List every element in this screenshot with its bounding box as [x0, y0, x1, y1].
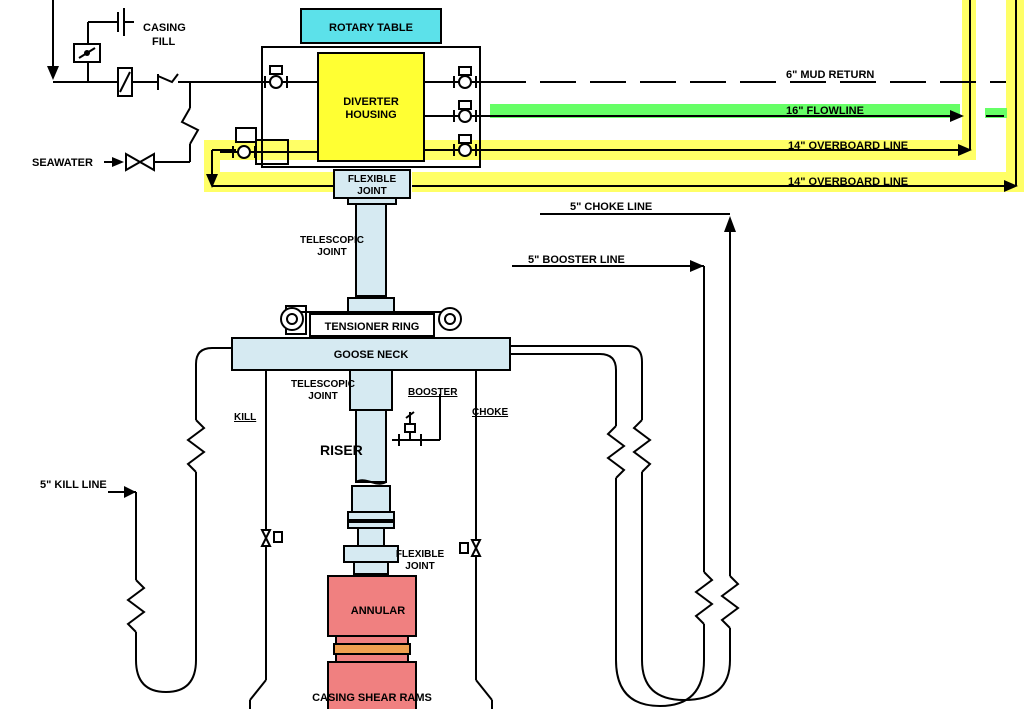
diverter-housing-label-2: HOUSING	[345, 109, 396, 121]
rotary-table-label: ROTARY TABLE	[329, 22, 413, 34]
rotary-table-box	[300, 8, 442, 44]
casing-fill-label-1: CASING	[143, 22, 186, 34]
flexible-joint-bottom-label-1: FLEXIBLE	[396, 549, 445, 560]
diverter-frame	[220, 46, 490, 168]
telescopic-joint-mid	[349, 369, 393, 411]
kill-label: KILL	[234, 412, 256, 423]
seawater-label: SEAWATER	[32, 157, 93, 169]
annular-band	[333, 643, 411, 655]
flexible-joint-bottom-label-2: JOINT	[405, 561, 434, 572]
diverter-housing-box	[317, 52, 425, 162]
kill-line-label: 5" KILL LINE	[40, 479, 107, 491]
annular-label: ANNULAR	[351, 605, 405, 617]
telescopic-joint-mid-label-1: TELESCOPIC	[291, 379, 355, 390]
casing-fill-label-2: FILL	[152, 36, 175, 48]
goose-neck-label: GOOSE NECK	[334, 349, 409, 361]
tensioner-ring-box	[309, 313, 435, 337]
choke-line-label: 5" CHOKE LINE	[570, 201, 652, 213]
flowline	[490, 110, 1004, 122]
kill-loop	[108, 347, 232, 694]
telescopic-joint-top	[355, 203, 387, 297]
telescopic-joint-mid-label-2: JOINT	[308, 391, 337, 402]
diverter-housing-label-1: DIVERTER	[343, 96, 399, 108]
lower-frame	[249, 370, 493, 709]
flexible-joint-bottom	[343, 545, 399, 563]
riser-label: RISER	[320, 442, 363, 458]
telescopic-joint-top-label-2: JOINT	[317, 247, 346, 258]
booster-line-label: 5" BOOSTER LINE	[528, 254, 625, 266]
mud-return-label: 6" MUD RETURN	[786, 69, 874, 81]
flexible-joint-top-label-2: JOINT	[357, 186, 386, 197]
annular-box	[327, 575, 417, 637]
riser-pipe	[355, 409, 387, 483]
telescopic-joint-top-label-1: TELESCOPIC	[300, 235, 364, 246]
overboard-line-label-1: 14" OVERBOARD LINE	[788, 140, 908, 152]
casing-shear-rams-label: CASING SHEAR RAMS	[312, 692, 432, 704]
flowline-highlight	[490, 104, 1007, 118]
flexible-joint-top	[333, 169, 411, 199]
tensioner-ring-label: TENSIONER RING	[325, 321, 420, 333]
overboard-line-lower	[206, 0, 1018, 192]
goose-neck-box	[231, 337, 511, 371]
choke-label: CHOKE	[472, 407, 508, 418]
casing-fill-piping	[47, 0, 262, 172]
overboard-line-label-2: 14" OVERBOARD LINE	[788, 176, 908, 188]
riser-stack	[231, 169, 511, 709]
booster-label: BOOSTER	[408, 387, 458, 398]
choke-booster-loops	[510, 213, 740, 708]
casing-shear-rams-box	[327, 661, 417, 709]
overboard-line-upper	[490, 0, 972, 156]
flexible-joint-top-label-1: FLEXIBLE	[348, 174, 397, 185]
flowline-label: 16" FLOWLINE	[786, 105, 864, 117]
